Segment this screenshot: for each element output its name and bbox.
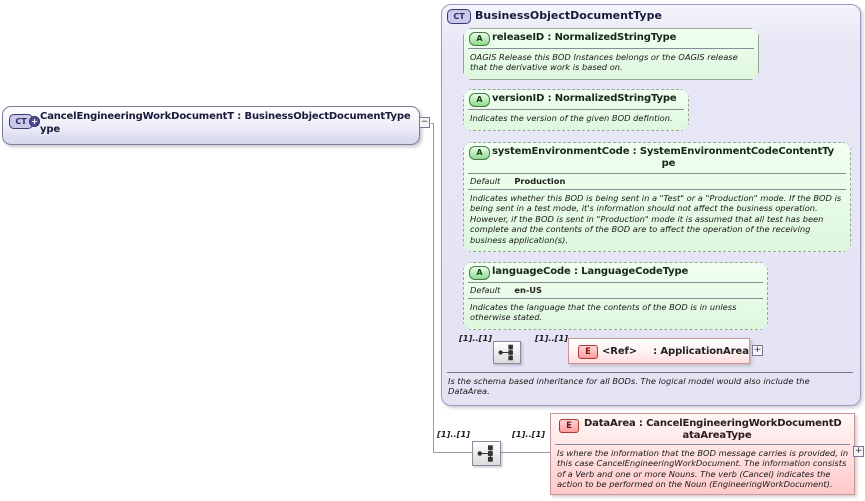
expand-handle[interactable]: +: [752, 345, 763, 356]
attribute-systemEnvironmentCode[interactable]: A systemEnvironmentCode : SystemEnvironm…: [463, 142, 851, 252]
divider: [468, 189, 846, 190]
attribute-title: languageCode : LanguageCodeType: [492, 266, 689, 277]
attribute-title: systemEnvironmentCode : SystemEnvironmen…: [492, 146, 835, 169]
element-type: : ApplicationArea: [653, 345, 749, 357]
attribute-title: versionID : NormalizedStringType: [492, 93, 677, 104]
complex-type-icon: CT +: [9, 114, 40, 129]
attribute-doc: OAGIS Release this BOD Instances belongs…: [470, 52, 738, 73]
divider: [468, 48, 754, 49]
collapse-handle[interactable]: −: [419, 117, 430, 128]
attribute-icon: A: [469, 32, 490, 46]
attribute-languageCode[interactable]: A languageCode : LanguageCodeType Defaul…: [463, 262, 768, 330]
expand-handle[interactable]: +: [853, 446, 864, 457]
element-icon: E: [559, 419, 579, 433]
element-icon: E: [578, 345, 598, 359]
attribute-icon: A: [469, 146, 490, 160]
divider: [468, 298, 763, 299]
base-type-doc: Is the schema based inheritance for all …: [448, 376, 810, 397]
attribute-icon: A: [469, 266, 490, 280]
divider: [555, 444, 850, 445]
element-dataarea[interactable]: E DataArea : CancelEngineeringWorkDocume…: [550, 413, 855, 495]
sequence-icon[interactable]: [472, 441, 501, 466]
attribute-doc: Indicates the language that the contents…: [470, 302, 737, 323]
divider: [447, 372, 853, 373]
base-type-panel[interactable]: CT BusinessObjectDocumentType A releaseI…: [441, 4, 861, 406]
divider: [468, 173, 846, 174]
divider: [468, 109, 684, 110]
cardinality-label: [1]..[1]: [535, 333, 569, 343]
element-name: <Ref>: [602, 345, 638, 357]
root-box-title: CancelEngineeringWorkDocumentT : Busines…: [40, 111, 411, 135]
attribute-releaseID[interactable]: A releaseID : NormalizedStringType OAGIS…: [463, 28, 759, 80]
complex-type-icon: CT: [447, 9, 471, 24]
derived-plus-badge: +: [29, 116, 40, 127]
cardinality-label: [1]..[1]: [437, 429, 471, 439]
cardinality-label: [1]..[1]: [512, 429, 546, 439]
attribute-doc: Indicates the version of the given BOD d…: [470, 113, 673, 123]
attribute-title: releaseID : NormalizedStringType: [492, 32, 677, 43]
sequence-icon[interactable]: [493, 341, 521, 364]
attribute-doc: Indicates whether this BOD is being sent…: [470, 193, 842, 245]
attribute-versionID[interactable]: A versionID : NormalizedStringType Indic…: [463, 89, 689, 131]
element-ref-applicationarea[interactable]: E <Ref> : ApplicationArea: [568, 338, 750, 364]
element-title: DataArea : CancelEngineeringWorkDocument…: [584, 418, 842, 441]
base-type-title: BusinessObjectDocumentType: [475, 9, 662, 22]
complex-type-root-box[interactable]: CT + CancelEngineeringWorkDocumentT : Bu…: [2, 106, 420, 145]
divider: [468, 282, 763, 283]
cardinality-label: [1]..[1]: [459, 333, 493, 343]
attribute-icon: A: [469, 93, 490, 107]
element-doc: Is where the information that the BOD me…: [557, 448, 849, 490]
